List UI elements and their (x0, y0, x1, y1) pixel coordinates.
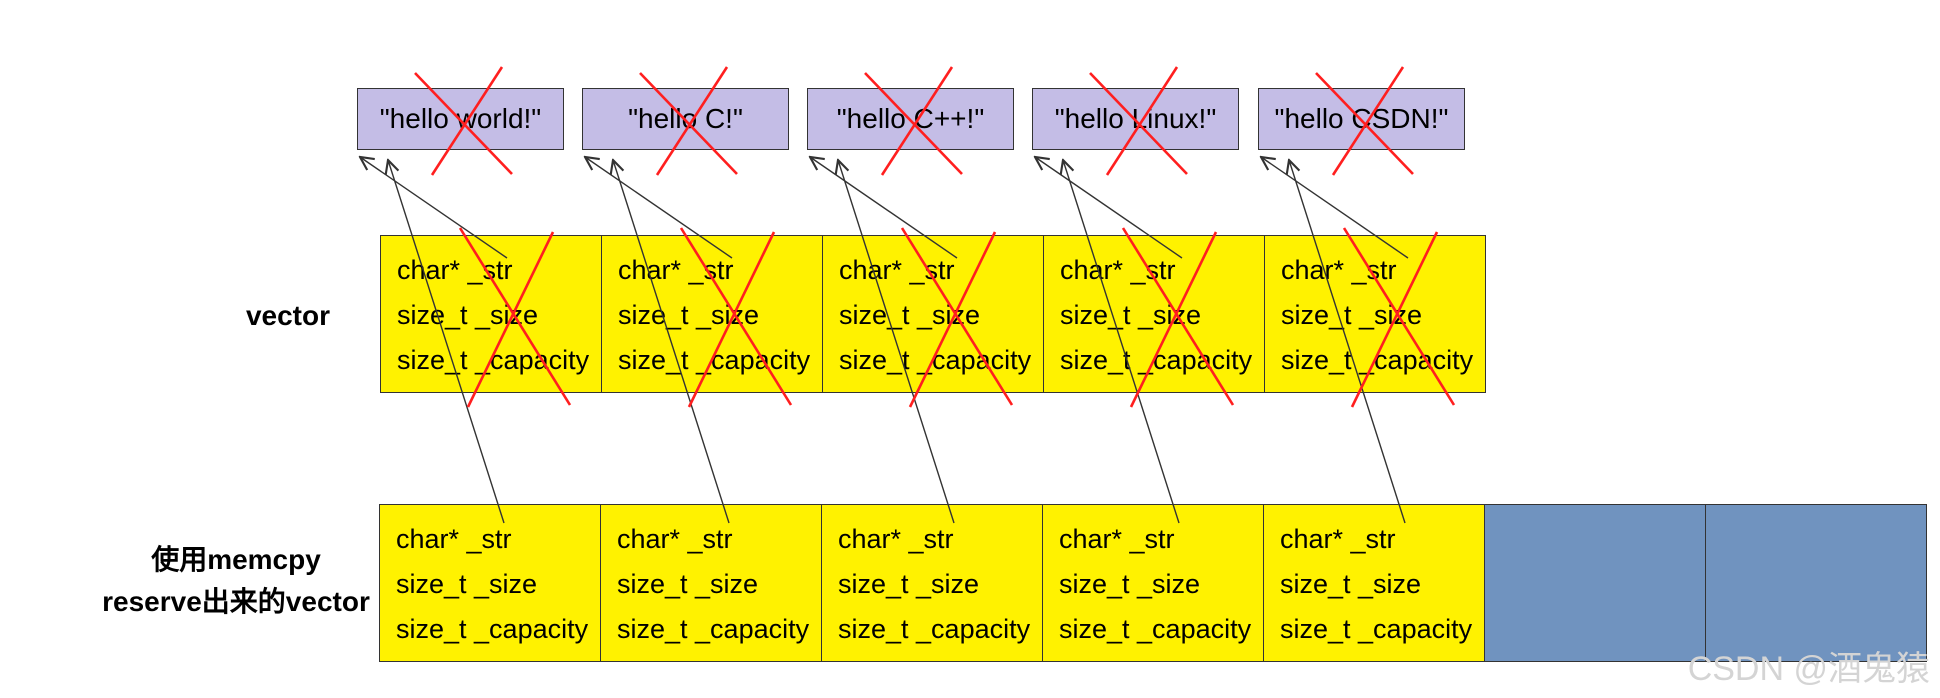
string-object-cell: char* _str size_t _size size_t _capacity (822, 235, 1044, 393)
string-object-cell: char* _str size_t _size size_t _capacity (601, 235, 823, 393)
field-label: size_t _size (1281, 300, 1423, 330)
string-object-cell: char* _str size_t _size size_t _capacity (821, 504, 1043, 662)
watermark: CSDN @酒鬼猿 (1687, 650, 1930, 688)
string-box: "hello C!" (582, 88, 789, 150)
field-label: size_t _capacity (1281, 345, 1474, 375)
field-label: char* _str (1059, 524, 1175, 554)
field-label: size_t _size (1280, 569, 1422, 599)
field-label: size_t _size (1060, 300, 1202, 330)
field-label: char* _str (396, 524, 512, 554)
field-label: size_t _capacity (396, 614, 589, 644)
row-label: 使用memcpy reserve出来的vector (36, 539, 436, 623)
field-label: size_t _capacity (617, 614, 810, 644)
field-label: size_t _size (839, 300, 981, 330)
empty-capacity-cell (1705, 504, 1927, 662)
field-label: char* _str (1281, 255, 1397, 285)
string-object-cell: char* _str size_t _size size_t _capacity (379, 504, 601, 662)
field-label: char* _str (1280, 524, 1396, 554)
field-label: size_t _size (618, 300, 760, 330)
field-label: size_t _capacity (397, 345, 590, 375)
row-label: vector (88, 295, 488, 337)
field-label: char* _str (617, 524, 733, 554)
field-label: char* _str (839, 255, 955, 285)
field-label: size_t _size (617, 569, 759, 599)
field-label: size_t _capacity (618, 345, 811, 375)
empty-capacity-cell (1484, 504, 1706, 662)
string-object-cell: char* _str size_t _size size_t _capacity (1042, 504, 1264, 662)
field-label: size_t _size (396, 569, 538, 599)
field-label: char* _str (397, 255, 513, 285)
row-label-line: vector (245, 300, 331, 331)
field-label: size_t _capacity (838, 614, 1031, 644)
row-label-line: reserve出来的vector (102, 586, 370, 617)
string-box: "hello Linux!" (1032, 88, 1239, 150)
string-object-cell: char* _str size_t _size size_t _capacity (1264, 235, 1486, 393)
string-box: "hello CSDN!" (1258, 88, 1465, 150)
field-label: size_t _size (1059, 569, 1201, 599)
string-object-cell: char* _str size_t _size size_t _capacity (1263, 504, 1485, 662)
field-label: char* _str (838, 524, 954, 554)
field-label: char* _str (1060, 255, 1176, 285)
string-object-cell: char* _str size_t _size size_t _capacity (600, 504, 822, 662)
string-box: "hello C++!" (807, 88, 1014, 150)
field-label: size_t _capacity (839, 345, 1032, 375)
field-label: size_t _capacity (1280, 614, 1473, 644)
string-box: "hello world!" (357, 88, 564, 150)
string-object-cell: char* _str size_t _size size_t _capacity (1043, 235, 1265, 393)
row-label-line: 使用memcpy (151, 544, 321, 575)
field-label: size_t _capacity (1059, 614, 1252, 644)
field-label: size_t _capacity (1060, 345, 1253, 375)
field-label: char* _str (618, 255, 734, 285)
field-label: size_t _size (838, 569, 980, 599)
